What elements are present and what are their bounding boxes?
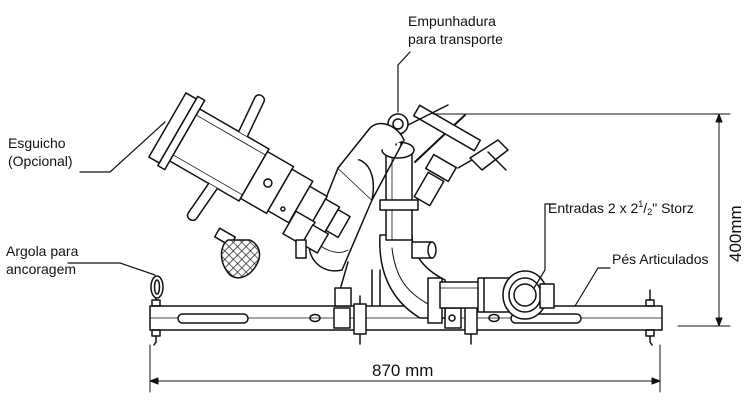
ring-label-line1: Argola para	[6, 243, 79, 259]
inlets-label-slash: /	[643, 200, 648, 216]
base-bar	[149, 289, 663, 346]
nozzle-label-line2: (Opcional)	[8, 153, 73, 169]
nozzle-label-line1: Esguicho	[8, 135, 66, 151]
leader-lines	[67, 51, 611, 307]
handwheel	[407, 104, 509, 207]
inlets-label-prefix: Entradas 2 x 2	[548, 200, 639, 216]
lower-support	[334, 261, 381, 307]
nozzle-assembly	[148, 92, 351, 239]
gear-box	[282, 210, 330, 259]
strainer	[213, 227, 261, 279]
handle-label-line1: Empunhadura	[408, 13, 496, 29]
nozzle-label: Esguicho (Opcional)	[8, 134, 73, 170]
handle-label: Empunhadura para transporte	[408, 12, 503, 48]
feet-label: Pés Articulados	[612, 251, 709, 267]
inlets-label: Entradas 2 x 21/2" Storz	[548, 195, 694, 221]
ring-label-line2: ancoragem	[6, 261, 77, 277]
ring-label: Argola para ancoragem	[6, 242, 78, 278]
inlets-label-suffix: " Storz	[652, 200, 694, 216]
anchor-ring	[150, 275, 164, 299]
handle-label-line2: para transporte	[408, 31, 503, 47]
height-dimension: 400mm	[726, 205, 745, 262]
inlets-label-sup: 1	[638, 199, 644, 209]
inlets-label-sub: 2	[647, 207, 653, 217]
width-dimension: 870 mm	[372, 361, 434, 380]
dimension-lines	[149, 113, 731, 393]
